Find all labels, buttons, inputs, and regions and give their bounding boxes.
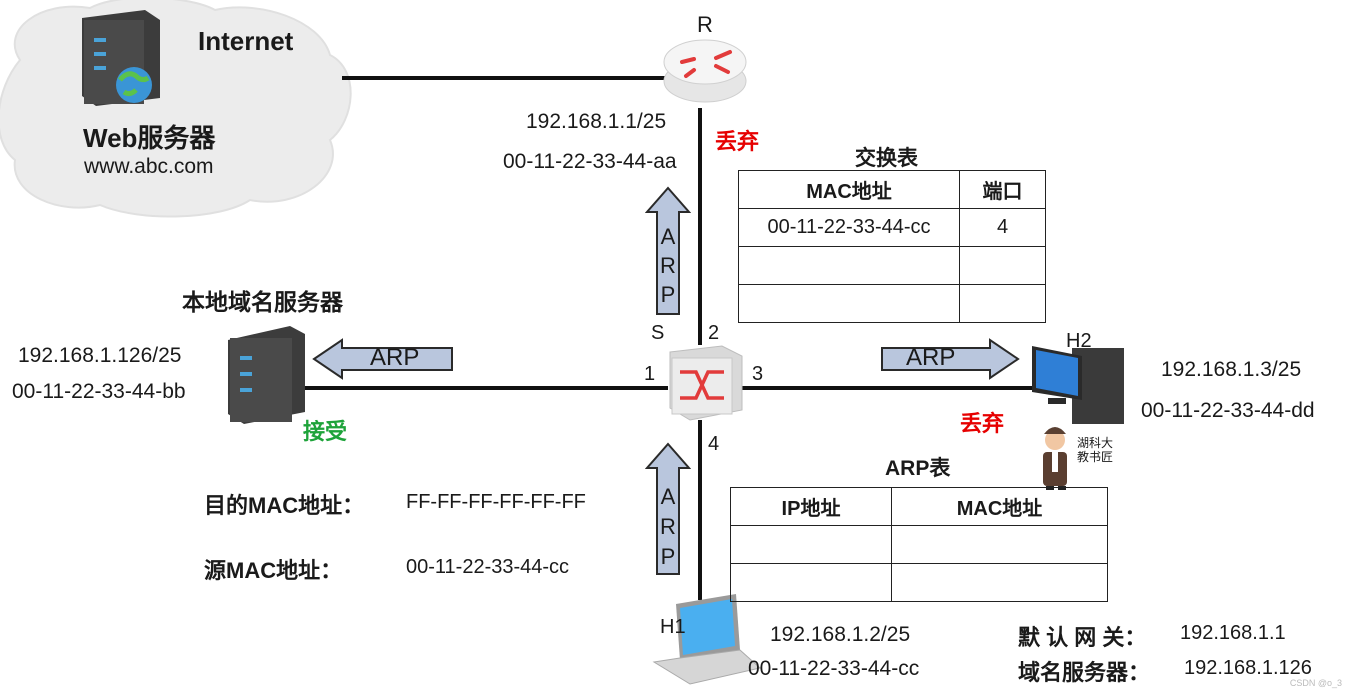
arp-table-header-ip: IP地址 (730, 487, 892, 526)
watermark: CSDN @o_3 (1289, 678, 1342, 688)
svg-text:A: A (661, 224, 676, 249)
dns-config-value: 192.168.1.126 (1184, 657, 1312, 679)
h2-ip: 192.168.1.3/25 (1161, 358, 1302, 381)
router-ip: 192.168.1.1/25 (526, 110, 667, 133)
router-icon (663, 39, 747, 103)
presenter-badge: 湖科大 教书匠 (1076, 436, 1113, 464)
dns-accept-status: 接受 (303, 419, 348, 444)
switch-table-cell (959, 246, 1046, 285)
h2-discard-status: 丢弃 (960, 411, 1005, 436)
switch-table-header-port: 端口 (959, 170, 1046, 209)
web-server-title: Web服务器 (83, 123, 216, 153)
switch-table-cell (738, 246, 960, 285)
frame-src-value: 00-11-22-33-44-cc (406, 556, 570, 578)
h1-ip: 192.168.1.2/25 (770, 623, 911, 646)
dns-server-title: 本地域名服务器 (182, 289, 343, 315)
switch-icon (669, 345, 743, 421)
arp-arrow-up-from-h1: A R P (644, 442, 692, 576)
arp-arrow-left-to-dns: ARP (312, 338, 454, 380)
arp-table-title: ARP表 (885, 457, 951, 480)
h2-computer-icon (1032, 346, 1124, 424)
switch-table-title: 交换表 (855, 147, 918, 170)
dns-config-label: 域名服务器： (1018, 660, 1151, 685)
svg-text:R: R (660, 253, 676, 278)
router-discard-status: 丢弃 (715, 129, 760, 154)
arp-arrow-up-to-router: A R P (644, 186, 692, 316)
arp-table-cell (730, 563, 892, 602)
router-mac: 00-11-22-33-44-aa (503, 150, 677, 173)
arp-table-cell (891, 525, 1108, 564)
switch-table-cell: 00-11-22-33-44-cc (738, 208, 960, 247)
arp-label: ARP (906, 344, 956, 371)
h2-mac: 00-11-22-33-44-dd (1141, 399, 1315, 422)
web-server-domain: www.abc.com (84, 155, 214, 178)
h1-laptop-icon (652, 594, 762, 685)
svg-text:A: A (661, 484, 676, 509)
switch-name: S (651, 322, 665, 344)
dns-server-ip: 192.168.1.126/25 (18, 344, 182, 367)
h1-name: H1 (660, 616, 686, 638)
web-server-icon (82, 10, 160, 106)
switch-port-3: 3 (752, 363, 764, 385)
switch-table-cell: 4 (959, 208, 1046, 247)
switch-table: MAC地址 端口 00-11-22-33-44-cc 4 (738, 170, 1046, 323)
svg-text:R: R (660, 514, 676, 539)
frame-src-label: 源MAC地址： (204, 558, 343, 583)
arp-label: ARP (370, 344, 420, 371)
dns-server-icon (228, 326, 305, 424)
h2-name: H2 (1066, 330, 1092, 352)
gateway-value: 192.168.1.1 (1180, 622, 1286, 644)
arp-table-cell (891, 563, 1108, 602)
frame-dst-value: FF-FF-FF-FF-FF-FF (406, 491, 586, 513)
arp-arrow-right-to-h2: ARP (880, 338, 1020, 380)
arp-table: IP地址 MAC地址 (730, 487, 1108, 602)
gateway-label: 默 认 网 关： (1018, 625, 1147, 650)
switch-port-1: 1 (644, 363, 656, 385)
switch-port-4: 4 (708, 433, 720, 455)
svg-text:P: P (661, 544, 676, 569)
h1-mac: 00-11-22-33-44-cc (748, 657, 920, 680)
switch-table-cell (738, 284, 960, 323)
dns-server-mac: 00-11-22-33-44-bb (12, 380, 186, 403)
svg-text:P: P (661, 282, 676, 307)
switch-table-cell (959, 284, 1046, 323)
internet-label: Internet (198, 26, 294, 56)
switch-table-header-mac: MAC地址 (738, 170, 960, 209)
arp-table-cell (730, 525, 892, 564)
frame-dst-label: 目的MAC地址： (204, 493, 365, 518)
presenter-icon (1043, 427, 1067, 490)
router-name: R (697, 12, 713, 37)
internet-cloud (0, 0, 352, 218)
arp-table-header-mac: MAC地址 (891, 487, 1108, 526)
switch-port-2: 2 (708, 322, 720, 344)
